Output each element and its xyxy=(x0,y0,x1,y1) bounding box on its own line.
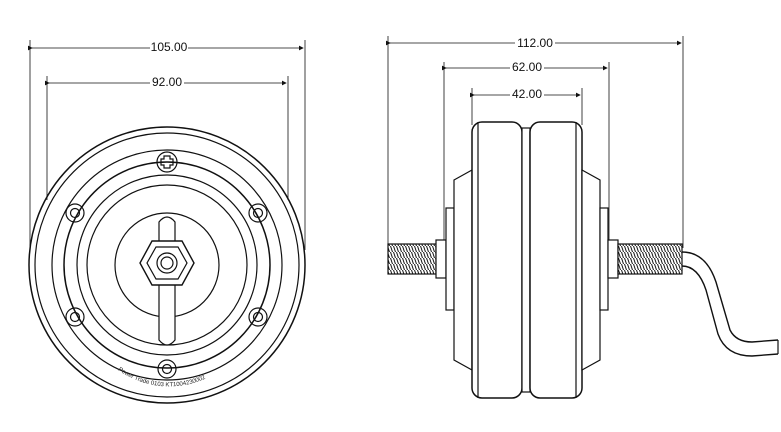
front-outer-ring xyxy=(28,126,306,404)
side-extension-lines xyxy=(387,36,684,248)
dimension-front-inner-text: 92.00 xyxy=(152,75,182,89)
right-shell-taper xyxy=(581,168,601,372)
front-ring-4 xyxy=(63,161,271,369)
right-tire xyxy=(529,121,583,399)
dimension-front-outer-text: 105.00 xyxy=(151,40,188,54)
left-axle-collar xyxy=(435,239,447,279)
dim-bg xyxy=(150,76,184,89)
front-ring-3 xyxy=(51,149,283,381)
dimension-side-mid-text: 62.00 xyxy=(512,60,542,74)
left-axle-flange xyxy=(445,207,455,311)
screw-icon xyxy=(65,307,85,327)
front-screws xyxy=(65,151,268,379)
axle-end xyxy=(156,252,178,274)
dimension-side-inner-text: 42.00 xyxy=(512,87,542,101)
dim-bg xyxy=(510,88,544,101)
dimension-side-total-text: 112.00 xyxy=(517,36,553,50)
screw-icon xyxy=(248,307,268,327)
axle-end-inner xyxy=(160,256,174,270)
dim-bg xyxy=(150,41,188,54)
center-gap xyxy=(521,127,531,393)
front-ring-5 xyxy=(76,174,258,356)
motor-label: Power Trade 0103 KT1004230002 xyxy=(117,367,207,389)
left-axle-thread xyxy=(387,243,437,275)
left-shell-taper xyxy=(453,168,473,372)
side-view xyxy=(386,36,779,399)
dim-bg xyxy=(510,61,544,74)
axle-nut-inner xyxy=(146,246,188,280)
left-tire xyxy=(471,121,523,399)
screw-icon xyxy=(65,203,85,223)
front-extension-lines xyxy=(29,40,306,250)
phillips-screw-icon xyxy=(156,151,178,173)
front-ring-2 xyxy=(34,132,300,398)
cable xyxy=(681,251,779,343)
screw-icon xyxy=(248,203,268,223)
right-axle-collar xyxy=(607,239,619,279)
front-view xyxy=(28,40,306,404)
cable-inner xyxy=(681,265,779,357)
right-axle-flange xyxy=(599,207,609,311)
dim-bg xyxy=(515,37,555,50)
screw-icon xyxy=(157,359,177,379)
right-axle-thread xyxy=(617,243,683,275)
